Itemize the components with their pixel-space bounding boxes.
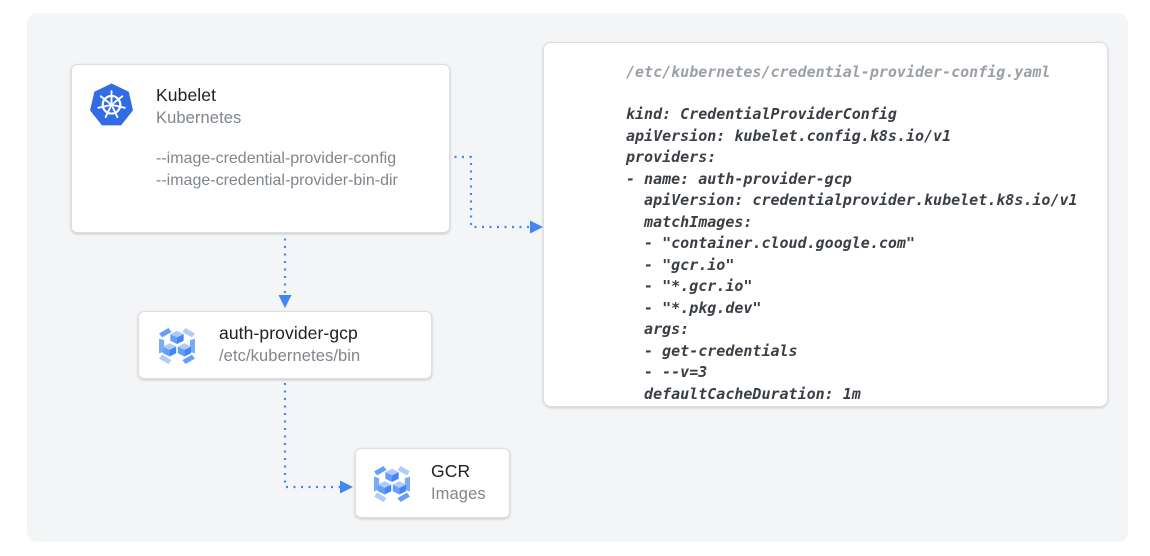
yaml-line: - "gcr.io" bbox=[626, 255, 735, 274]
kubelet-title: Kubelet bbox=[156, 85, 217, 105]
kubelet-flags: --image-credential-provider-config --ima… bbox=[156, 148, 398, 192]
yaml-line: matchImages: bbox=[626, 212, 753, 231]
gcr-subtitle: Images bbox=[431, 485, 486, 503]
kubelet-subtitle: Kubernetes bbox=[156, 109, 242, 127]
yaml-line: defaultCacheDuration: 1m bbox=[626, 384, 861, 403]
auth-provider-title: auth-provider-gcp bbox=[219, 323, 358, 343]
yaml-config-panel: /etc/kubernetes/credential-provider-conf… bbox=[543, 42, 1108, 407]
auth-provider-subtitle: /etc/kubernetes/bin bbox=[219, 347, 361, 365]
yaml-filename: /etc/kubernetes/credential-provider-conf… bbox=[626, 63, 1051, 81]
kubernetes-icon bbox=[90, 83, 134, 126]
yaml-line: - "*.gcr.io" bbox=[626, 277, 753, 295]
gcr-brackets bbox=[159, 328, 195, 364]
yaml-line: kind: CredentialProviderConfig bbox=[626, 105, 897, 123]
gcr-icon bbox=[374, 466, 410, 502]
gcr-cubes bbox=[377, 468, 407, 495]
yaml-line: apiVersion: credentialprovider.kubelet.k… bbox=[626, 191, 1078, 209]
auth-provider-gcp-node: auth-provider-gcp /etc/kubernetes/bin bbox=[138, 311, 432, 379]
yaml-line: apiVersion: kubelet.config.k8s.io/v1 bbox=[626, 126, 952, 145]
yaml-code: kind: CredentialProviderConfig apiVersio… bbox=[626, 104, 1091, 405]
yaml-line: - --v=3 bbox=[626, 363, 708, 381]
kubelet-flag-bin-dir: --image-credential-provider-bin-dir bbox=[156, 172, 398, 189]
gcr-node: GCR Images bbox=[355, 448, 510, 518]
gcr-title: GCR bbox=[431, 461, 471, 481]
gcr-cubes bbox=[162, 330, 192, 357]
yaml-line: - get-credentials bbox=[626, 341, 798, 360]
yaml-line: - "*.pkg.dev" bbox=[626, 298, 762, 317]
kubelet-node: Kubelet Kubernetes --image-credential-pr… bbox=[71, 64, 450, 233]
yaml-line: args: bbox=[626, 320, 690, 338]
kubelet-flag-config: --image-credential-provider-config bbox=[156, 150, 397, 167]
yaml-line: - name: auth-provider-gcp bbox=[626, 169, 852, 188]
yaml-line: providers: bbox=[626, 148, 717, 166]
gcr-brackets bbox=[374, 466, 410, 502]
yaml-line: - "container.cloud.google.com" bbox=[626, 234, 915, 252]
gcr-icon bbox=[159, 328, 195, 364]
